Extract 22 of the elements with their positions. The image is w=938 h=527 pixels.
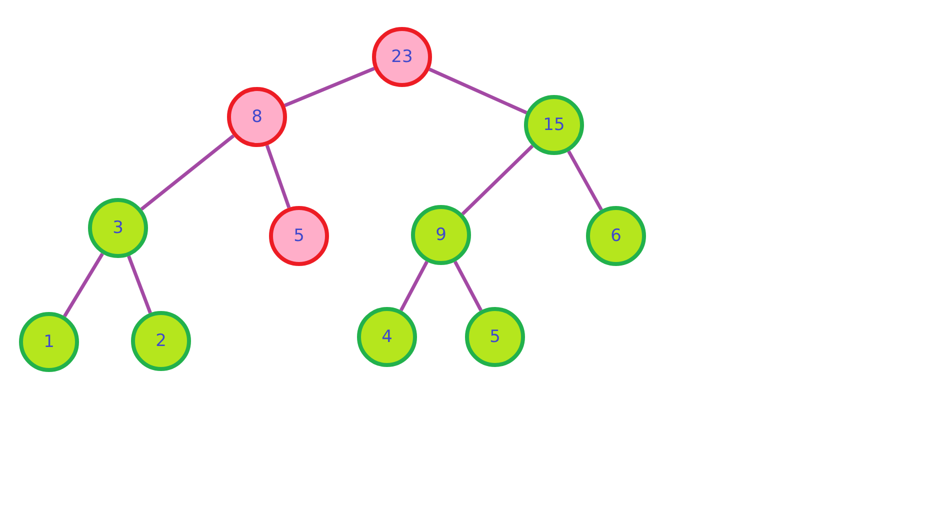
tree-edge (140, 134, 235, 211)
tree-edge (461, 144, 534, 216)
node-value: 4 (382, 327, 392, 347)
tree-edge (63, 252, 104, 318)
node-value: 2 (156, 331, 166, 351)
node-value: 5 (490, 327, 500, 347)
tree-edge (127, 255, 152, 314)
tree-edge (428, 68, 528, 114)
tree-edge (567, 150, 603, 211)
tree-edge (453, 260, 483, 312)
node-value: 3 (112, 218, 124, 238)
tree-edge (284, 66, 375, 108)
node-value: 23 (391, 47, 413, 67)
node-value: 1 (44, 332, 54, 352)
tree-node-circle (411, 205, 471, 265)
node-value: 5 (294, 226, 304, 246)
tree-edge (265, 144, 291, 208)
node-value: 15 (543, 115, 565, 135)
node-value: 9 (436, 225, 446, 245)
node-value: 8 (252, 107, 262, 127)
node-value: 6 (610, 226, 622, 246)
tree-edge (399, 260, 429, 312)
